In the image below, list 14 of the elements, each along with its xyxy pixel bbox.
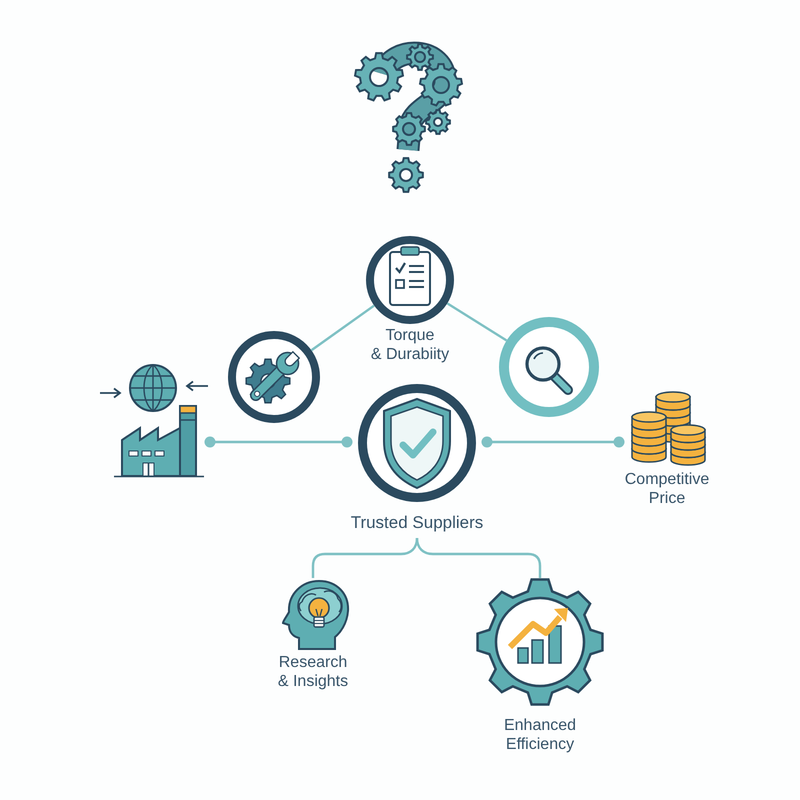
bracket-connector bbox=[312, 538, 418, 578]
wrench-gear-icon bbox=[228, 331, 320, 423]
node-label: Enhanced Efficiency bbox=[502, 716, 578, 754]
magnifying-glass-icon bbox=[499, 317, 599, 417]
connector-line bbox=[204, 436, 352, 448]
connector-line bbox=[482, 436, 624, 448]
connector-line bbox=[310, 304, 375, 352]
factory-globe-icon bbox=[98, 362, 210, 479]
node-label: Trusted Suppliers bbox=[350, 513, 484, 533]
bracket-connector bbox=[416, 538, 542, 578]
connector-line bbox=[446, 302, 508, 342]
node-label: Torque & Durabiity bbox=[370, 326, 450, 364]
node-label: Competitive Price bbox=[624, 470, 710, 508]
node-label: Research & Insights bbox=[276, 653, 350, 691]
